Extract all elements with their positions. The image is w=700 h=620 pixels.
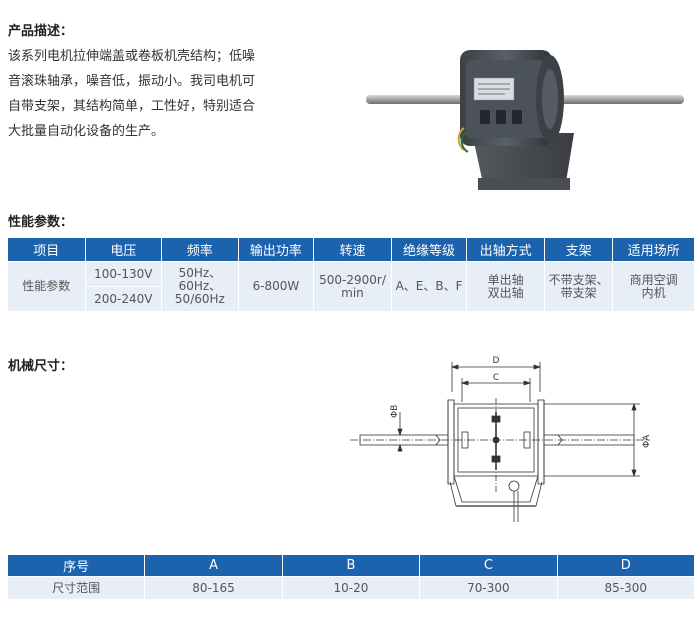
header-index: 序号 [8, 555, 145, 576]
frequency-line: 60Hz、 [178, 279, 222, 293]
product-description-heading: 产品描述： [8, 24, 74, 39]
speed-value: 500-2900r/ min [314, 262, 391, 311]
dim-label-a: ΦA [642, 434, 652, 448]
speed-line: 500-2900r/ [319, 272, 386, 287]
dim-label-b: ΦB [390, 405, 400, 418]
mechanical-heading: 机械尺寸： [8, 359, 74, 374]
dimension-d-value: 85-300 [557, 577, 694, 599]
frequency-value: 50Hz、 60Hz、 50/60Hz [162, 262, 238, 311]
description-line: 自带支架，其结构简单，工性好，特别适合 [8, 99, 256, 114]
description-line: 该系列电机拉伸端盖或卷板机壳结构；低噪 [8, 49, 256, 64]
description-line: 音滚珠轴承，噪音低，振动小。我司电机可 [8, 74, 256, 89]
header-shaft: 出轴方式 [467, 238, 544, 261]
header-item: 项目 [8, 238, 85, 261]
header-insulation: 绝缘等级 [391, 238, 467, 261]
header-voltage: 电压 [85, 238, 162, 261]
performance-table: 项目 电压 频率 输出功率 转速 绝缘等级 出轴方式 支架 适用场所 性能参数 … [7, 237, 695, 312]
shaft-value: 单出轴 双出轴 [467, 262, 544, 311]
header-bracket: 支架 [544, 238, 613, 261]
header-output-power: 输出功率 [238, 238, 314, 261]
dimension-table: 序号 A B C D 尺寸范围 80-165 10-20 70-300 85-3… [7, 554, 695, 600]
header-application: 适用场所 [613, 238, 694, 261]
header-speed: 转速 [314, 238, 391, 261]
header-c: C [420, 555, 557, 576]
row-label-dimension-range: 尺寸范围 [8, 577, 145, 599]
dimension-b-value: 10-20 [282, 577, 420, 599]
dim-label-d: D [493, 356, 500, 366]
frequency-line: 50/60Hz [174, 292, 225, 306]
voltage-value: 200-240V [85, 287, 162, 311]
application-line: 商用空调 [629, 272, 678, 287]
description-line: 大批量自动化设备的生产。 [8, 124, 165, 139]
dimension-c-value: 70-300 [420, 577, 557, 599]
bracket-line: 不带支架、 [548, 272, 609, 287]
shaft-line: 单出轴 [487, 272, 524, 287]
header-b: B [282, 555, 420, 576]
dimension-a-value: 80-165 [145, 577, 282, 599]
application-value: 商用空调 内机 [613, 262, 694, 311]
mechanical-drawing: D C ΦB ΦA [350, 356, 652, 522]
product-description: 该系列电机拉伸端盖或卷板机壳结构；低噪 音滚珠轴承，噪音低，振动小。我司电机可 … [8, 44, 298, 144]
dim-label-c: C [493, 373, 499, 383]
frequency-line: 50Hz、 [178, 266, 222, 280]
shaft-line: 双出轴 [487, 285, 524, 300]
bracket-line: 带支架 [560, 285, 597, 300]
header-a: A [145, 555, 282, 576]
row-label-performance: 性能参数 [8, 262, 85, 311]
performance-heading: 性能参数： [8, 215, 74, 230]
power-value: 6-800W [238, 262, 314, 311]
application-line: 内机 [641, 285, 666, 300]
insulation-value: A、E、B、F [391, 262, 467, 311]
header-d: D [557, 555, 694, 576]
voltage-value: 100-130V [85, 262, 162, 286]
speed-line: min [341, 285, 364, 300]
motor-product-photo [366, 50, 684, 190]
header-frequency: 频率 [162, 238, 238, 261]
bracket-value: 不带支架、 带支架 [544, 262, 613, 311]
